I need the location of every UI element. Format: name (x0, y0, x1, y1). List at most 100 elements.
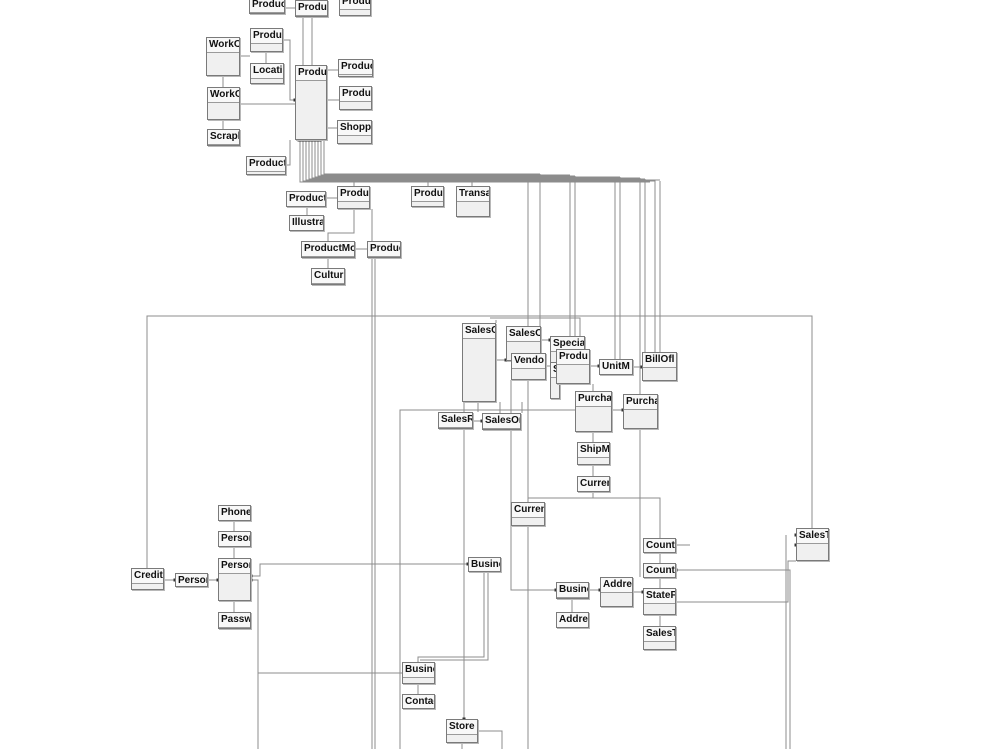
table-box-addre-49[interactable]: Addre (556, 612, 589, 628)
relationship-endpoint-marker (674, 568, 678, 572)
table-box-phone-37[interactable]: Phone (218, 505, 251, 521)
table-name: SalesOr (483, 414, 520, 429)
table-box-store-54[interactable]: Store (446, 719, 478, 743)
table-name: ProductL (247, 157, 285, 172)
table-name: Busine (469, 558, 500, 571)
table-name: Product (287, 192, 325, 206)
relationship-line (478, 730, 503, 749)
relationship-endpoint-marker (315, 138, 319, 142)
table-box-product-14[interactable]: Product (286, 191, 326, 207)
table-box-produc-8[interactable]: Produc (338, 59, 373, 77)
relationship-endpoint-marker (300, 138, 304, 142)
relationship-line (676, 569, 791, 749)
table-name: Produ (251, 29, 282, 44)
relationship-line (510, 380, 556, 591)
table-name: Credit (132, 569, 163, 584)
table-box-shopp-12[interactable]: Shopp (337, 120, 372, 144)
table-name: Busine (557, 583, 588, 598)
table-box-salesr-30[interactable]: SalesR (438, 412, 473, 429)
table-name: WorkO (208, 88, 239, 103)
table-box-produc-1[interactable]: Produc (249, 0, 285, 14)
table-box-worko-9[interactable]: WorkO (207, 87, 240, 120)
relationship-line (251, 579, 259, 749)
table-name: WorkO (207, 38, 239, 53)
table-box-salest-46[interactable]: SalesT (796, 528, 829, 561)
table-name: ShipM (578, 443, 609, 458)
table-name: Locati (251, 64, 283, 79)
table-box-produ-3[interactable]: Produ (339, 0, 371, 16)
table-box-illustra-18[interactable]: Illustra (289, 215, 324, 231)
table-box-credit-40[interactable]: Credit (131, 568, 164, 590)
table-name: ProductMo (302, 242, 354, 257)
relationship-line (490, 317, 581, 336)
table-box-productmo-19[interactable]: ProductMo (301, 241, 355, 258)
table-box-salest-51[interactable]: SalesT (643, 626, 676, 650)
table-box-produc-2[interactable]: Produc (295, 0, 328, 17)
table-box-salesor-31[interactable]: SalesOr (482, 413, 521, 430)
relationship-line (146, 315, 813, 568)
table-box-vendo-24[interactable]: Vendo (511, 353, 546, 380)
relationship-line (417, 572, 485, 662)
table-name: Passwo (219, 613, 250, 628)
table-box-purcha-32[interactable]: Purcha (575, 391, 612, 432)
table-box-saleso-22[interactable]: SalesO (462, 323, 496, 402)
relationship-line (317, 140, 575, 177)
table-name: SalesO (463, 324, 495, 339)
table-name: Store (447, 720, 477, 735)
table-name: Busine (403, 663, 434, 678)
table-box-curren-35[interactable]: Curren (577, 476, 610, 492)
relationship-line (305, 140, 660, 181)
relationship-line (283, 39, 295, 101)
table-box-scrapl-11[interactable]: Scrapl (207, 129, 240, 146)
table-box-person-39[interactable]: Person (218, 558, 251, 601)
table-box-person-38[interactable]: Person (218, 531, 251, 547)
table-box-produc-20[interactable]: Produc (367, 241, 401, 258)
table-box-busine-43[interactable]: Busine (468, 557, 501, 572)
table-box-busine-47[interactable]: Busine (556, 582, 589, 599)
table-name: Purcha (576, 392, 611, 407)
table-name: BillOfl (643, 353, 676, 368)
table-box-unitm-28[interactable]: UnitM (599, 359, 633, 375)
table-name: Produ (557, 350, 589, 365)
relationship-line (308, 140, 645, 180)
table-box-produ-15[interactable]: Produ (337, 186, 370, 209)
table-name: Produ (340, 0, 370, 10)
table-name: Person (219, 559, 250, 574)
table-box-produ-27[interactable]: Produ (556, 349, 590, 384)
table-name: Person (219, 532, 250, 546)
table-box-billofl-29[interactable]: BillOfl (642, 352, 677, 381)
table-box-curren-36[interactable]: Curren (511, 502, 545, 526)
table-name: Produ (412, 187, 443, 202)
relationship-line (302, 140, 655, 182)
table-box-busine-52[interactable]: Busine (402, 662, 435, 684)
table-box-passwo-42[interactable]: Passwo (218, 612, 251, 629)
table-box-purcha-33[interactable]: Purcha (623, 394, 658, 429)
table-name: Cultur (312, 269, 344, 284)
table-box-count-44[interactable]: Count (643, 538, 676, 553)
table-box-worko-4[interactable]: WorkO (206, 37, 240, 76)
table-box-transa-17[interactable]: Transa (456, 186, 490, 217)
table-box-count-45[interactable]: Count (643, 563, 676, 578)
table-box-statep-50[interactable]: StateP (643, 588, 676, 615)
table-name: Purcha (624, 395, 657, 410)
table-box-locati-6[interactable]: Locati (250, 63, 284, 84)
table-box-contac-53[interactable]: Contac (402, 694, 435, 709)
table-box-person-41[interactable]: Person (175, 573, 208, 587)
table-box-produ-10[interactable]: Produ (339, 86, 372, 110)
table-name: Phone (219, 506, 250, 520)
relationship-line (286, 140, 291, 166)
table-box-addres-48[interactable]: Addres (600, 577, 633, 607)
table-box-productl-13[interactable]: ProductL (246, 156, 286, 175)
relationship-line (314, 140, 620, 178)
relationship-line (251, 563, 468, 577)
relationship-endpoint-marker (303, 138, 307, 142)
table-box-produ-16[interactable]: Produ (411, 186, 444, 207)
table-box-produ-7[interactable]: Produ (295, 65, 327, 140)
table-box-cultur-21[interactable]: Cultur (311, 268, 345, 285)
table-box-produ-5[interactable]: Produ (250, 28, 283, 52)
table-name: SalesT (644, 627, 675, 642)
table-name: Illustra (290, 216, 323, 230)
table-box-shipm-34[interactable]: ShipM (577, 442, 610, 465)
